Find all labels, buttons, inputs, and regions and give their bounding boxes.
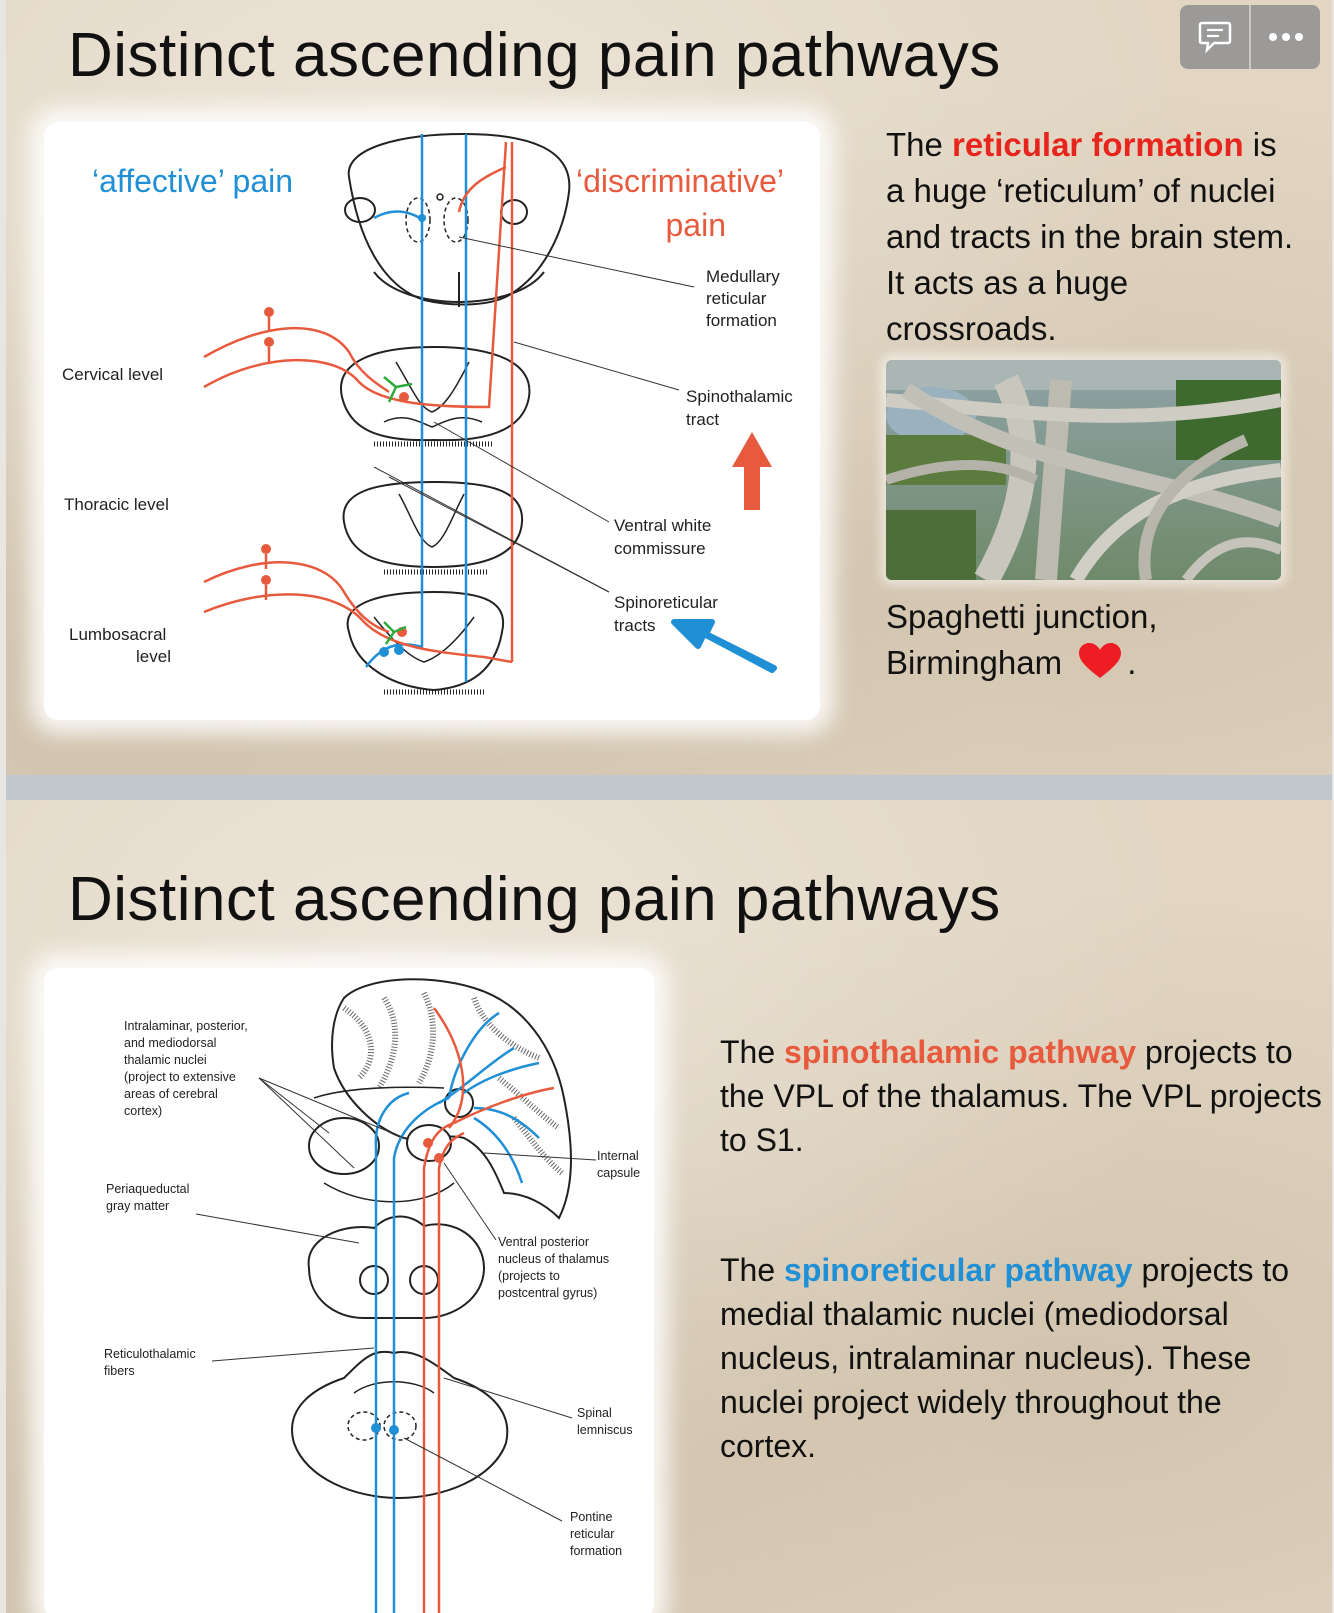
photo-caption: Spaghetti junction, Birmingham . — [886, 594, 1306, 686]
discriminative-label: ‘discriminative’ — [576, 163, 784, 199]
slide-1-title: Distinct ascending pain pathways — [68, 21, 1001, 90]
more-options-button[interactable] — [1251, 5, 1320, 69]
midbrain-section — [307, 1215, 486, 1319]
spinal-pathway-diagram: ‘affective’ pain ‘discriminative’ pain M… — [62, 132, 793, 695]
spinothalamic-text: The spinothalamic pathway projects to th… — [720, 1030, 1330, 1162]
reticular-formation-highlight: reticular formation — [952, 126, 1244, 163]
reticular-formation-text: The reticular formation is a huge ‘retic… — [886, 122, 1296, 352]
slide-1: Distinct ascending pain pathways — [6, 0, 1332, 775]
spinoreticular-highlight: spinoreticular pathway — [784, 1252, 1133, 1288]
slide-2: Distinct ascending pain pathways — [6, 800, 1332, 1613]
heart-icon — [1079, 643, 1122, 678]
medullary-label-3: formation — [706, 311, 777, 330]
red-arrow-up-icon — [732, 432, 772, 510]
lumbosacral-section — [346, 590, 505, 692]
lumbosacral-label-2: level — [136, 647, 171, 666]
comment-icon — [1198, 21, 1231, 54]
spinothalamic-label-1: Spinothalamic — [686, 387, 793, 406]
more-dots-icon — [1268, 33, 1303, 41]
reticulothalamic-label-2: fibers — [104, 1364, 135, 1378]
caption-period: . — [1127, 644, 1137, 681]
blue-arrow-icon — [671, 619, 777, 673]
medullary-label-1: Medullary — [706, 267, 780, 286]
spinoreticular-text: The spinoreticular pathway projects to m… — [720, 1248, 1320, 1468]
caption-line-2: Birmingham — [886, 644, 1063, 681]
spinoreticular-label-2: tracts — [614, 616, 656, 635]
brain-pathway-diagram: Intralaminar, posterior, and mediodorsal… — [104, 978, 640, 1613]
ventral-posterior-label-2: nucleus of thalamus — [498, 1252, 609, 1266]
p1-post: projects to the VPL of the thalamus. The… — [720, 1034, 1322, 1158]
text-pre: The — [886, 126, 953, 163]
internal-capsule-label-1: Internal — [597, 1149, 639, 1163]
cervical-afferent-line — [203, 327, 390, 394]
ventral-posterior-label-3: (projects to — [498, 1269, 560, 1283]
comment-button[interactable] — [1180, 5, 1249, 69]
medullary-label-2: reticular — [706, 289, 767, 308]
thoracic-level-label: Thoracic level — [64, 495, 169, 514]
spinothalamic-label-2: tract — [686, 410, 719, 429]
spinothalamic-highlight: spinothalamic pathway — [784, 1034, 1137, 1070]
intralaminar-label-1: Intralaminar, posterior, — [124, 1019, 248, 1033]
spinoreticular-path-line — [374, 1091, 410, 1613]
intralaminar-label-3: thalamic nuclei — [124, 1053, 207, 1067]
slide-2-title: Distinct ascending pain pathways — [68, 865, 1001, 934]
slide-2-diagram-panel: Intralaminar, posterior, and mediodorsal… — [44, 968, 654, 1613]
p2-post: projects to medial thalamic nuclei (medi… — [720, 1252, 1290, 1464]
text-post: is a huge ‘reticulum’ of nuclei and trac… — [886, 126, 1294, 347]
medulla-section — [347, 132, 571, 306]
periaqueductal-label-1: Periaqueductal — [106, 1182, 189, 1196]
spinoreticular-label-1: Spinoreticular — [614, 593, 718, 612]
spinal-lemniscus-label-2: lemniscus — [577, 1423, 633, 1437]
ventral-posterior-label-4: postcentral gyrus) — [498, 1286, 597, 1300]
caption-line-1: Spaghetti junction, — [886, 598, 1158, 635]
pontine-label-2: reticular — [570, 1527, 614, 1541]
cervical-level-label: Cervical level — [62, 365, 163, 384]
ventral-commissure-label-2: commissure — [614, 539, 706, 558]
p2-pre: The — [720, 1252, 785, 1288]
p1-pre: The — [720, 1034, 785, 1070]
ventral-commissure-label-1: Ventral white — [614, 516, 711, 535]
cervical-section — [339, 345, 531, 442]
periaqueductal-label-2: gray matter — [106, 1199, 169, 1213]
intralaminar-label-5: areas of cerebral — [124, 1087, 218, 1101]
intralaminar-label-2: and mediodorsal — [124, 1036, 216, 1050]
toolbar-divider — [1249, 5, 1251, 69]
intralaminar-label-6: cortex) — [124, 1104, 162, 1118]
slide-1-diagram-panel: ‘affective’ pain ‘discriminative’ pain M… — [44, 122, 820, 720]
internal-capsule-label-2: capsule — [597, 1166, 640, 1180]
spaghetti-junction-photo — [886, 360, 1281, 580]
spinothalamic-tract-line — [203, 141, 508, 409]
pons-section — [291, 1350, 509, 1500]
slide-divider — [6, 775, 1332, 800]
pontine-label-3: formation — [570, 1544, 622, 1558]
discriminative-pain-label: pain — [666, 207, 727, 243]
intralaminar-label-4: (project to extensive — [124, 1070, 236, 1084]
spinoreticular-tract-line — [364, 134, 424, 668]
pontine-label-1: Pontine — [570, 1510, 612, 1524]
thoracic-section — [342, 480, 524, 569]
spinal-lemniscus-label-1: Spinal — [577, 1406, 612, 1420]
ventral-posterior-label-1: Ventral posterior — [498, 1235, 589, 1249]
slide-toolbar — [1180, 5, 1320, 69]
affective-pain-label: ‘affective’ pain — [92, 163, 293, 199]
reticulothalamic-label-1: Reticulothalamic — [104, 1347, 196, 1361]
lumbosacral-label-1: Lumbosacral — [69, 625, 166, 644]
